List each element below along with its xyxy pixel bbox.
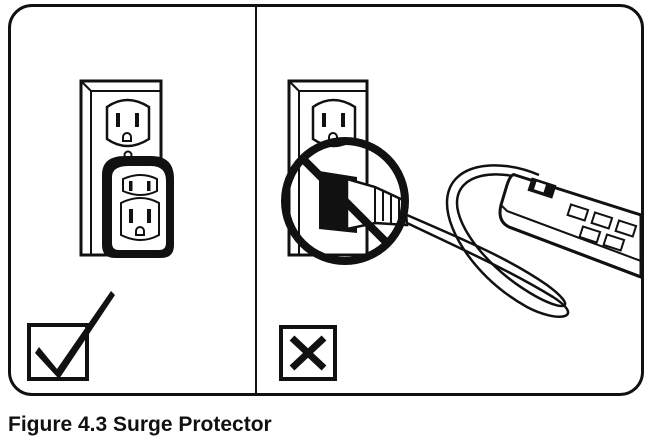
power-strip-illustration (279, 79, 641, 381)
x-box-icon (279, 325, 337, 381)
surge-adapter-illustration (27, 79, 174, 381)
figure-caption: Figure 4.3 Surge Protector (8, 413, 272, 436)
figure-frame (8, 4, 644, 396)
power-strip-cord (406, 164, 570, 318)
surge-adapter (102, 156, 174, 258)
upper-receptacle (105, 98, 151, 148)
panel-incorrect-usage (257, 7, 641, 393)
power-strip (498, 173, 641, 279)
panel-correct-usage (11, 7, 257, 393)
prohibited-sign-icon (281, 137, 409, 265)
checkmark-box-icon (27, 291, 115, 381)
